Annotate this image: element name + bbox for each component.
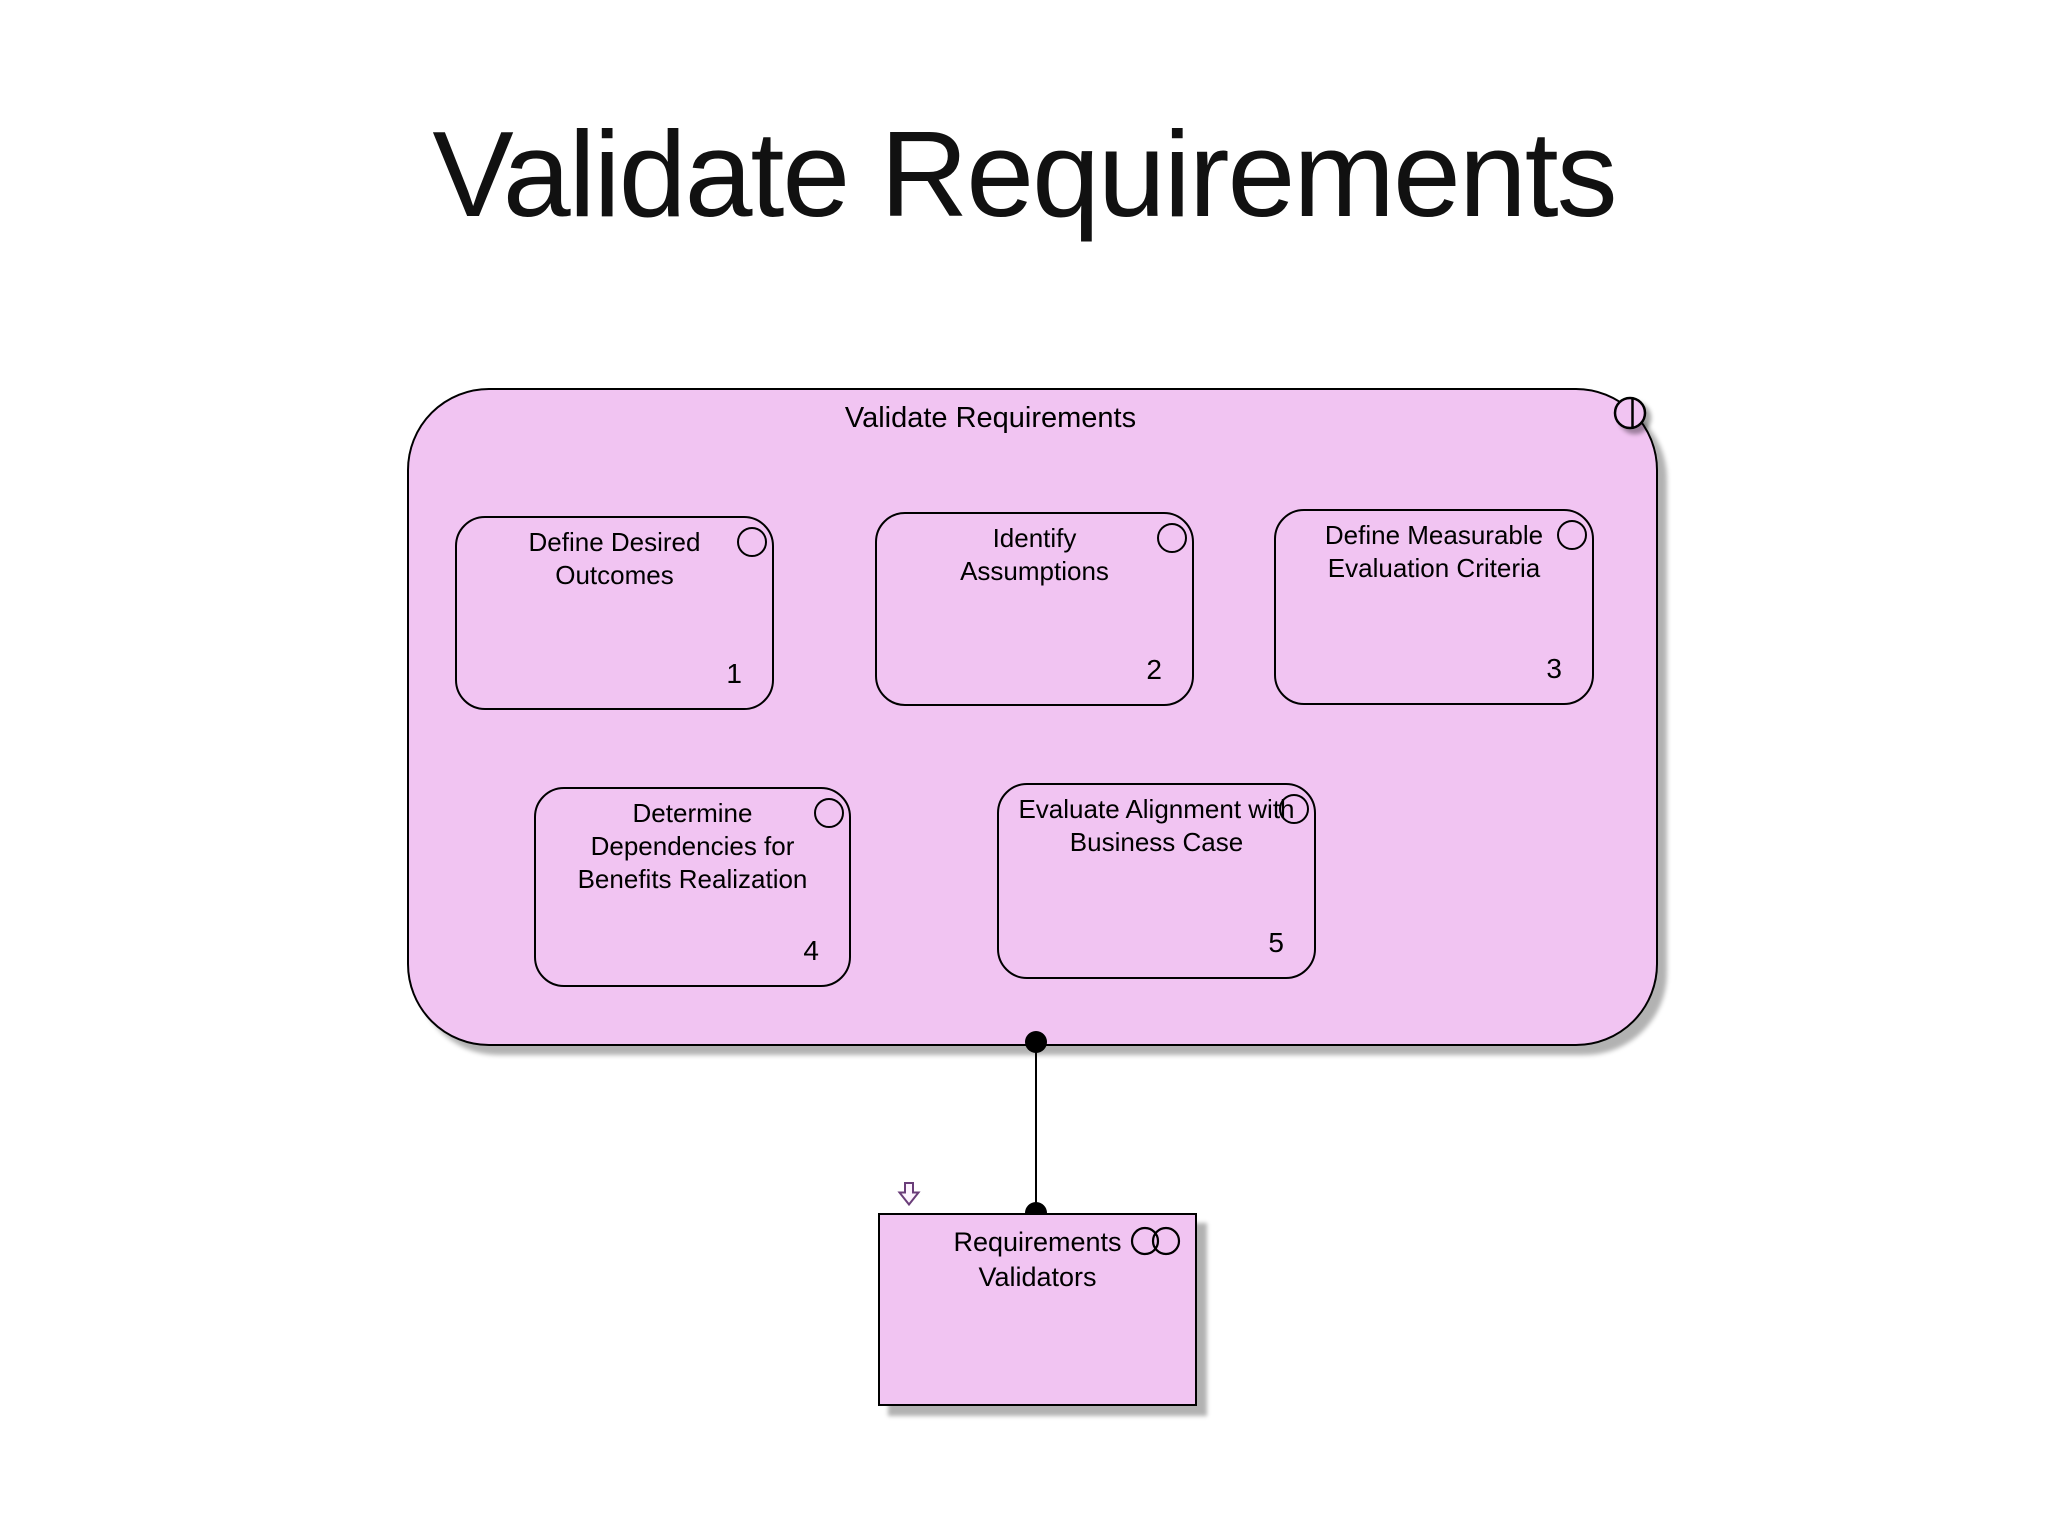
activity-number: 4 [803, 935, 819, 966]
activity-determine-dependencies-benefits-realization: Determine Dependencies for Benefits Real… [534, 787, 851, 987]
connector-line [1035, 1042, 1037, 1214]
activity-number: 5 [1268, 927, 1284, 958]
activity-label: Evaluate Alignment with Business Case [1018, 794, 1295, 857]
activity-identify-assumptions: Identify Assumptions 2 [875, 512, 1194, 706]
activity-define-desired-outcomes: Define Desired Outcomes 1 [455, 516, 774, 710]
overlapping-circles-icon [1129, 1225, 1185, 1264]
circle-icon [737, 527, 767, 557]
circle-icon [1279, 794, 1309, 824]
role-box-requirements-validators: Requirements Validators [878, 1213, 1197, 1406]
down-arrow-icon [897, 1181, 921, 1213]
activity-number: 1 [726, 658, 742, 689]
connector-endpoint-dot [1025, 1031, 1047, 1053]
activity-define-measurable-evaluation-criteria: Define Measurable Evaluation Criteria 3 [1274, 509, 1594, 705]
activity-number: 2 [1146, 654, 1162, 685]
activity-label: Define Measurable Evaluation Criteria [1324, 520, 1544, 583]
circle-icon [1557, 520, 1587, 550]
circle-icon [1157, 523, 1187, 553]
page-title: Validate Requirements [432, 106, 1617, 242]
split-circle-icon [1611, 394, 1651, 439]
circle-icon [814, 798, 844, 828]
process-group-validate-requirements: Validate Requirements Define Desired Out… [407, 388, 1658, 1046]
activity-label: Identify Assumptions [960, 523, 1109, 586]
activity-number: 3 [1546, 653, 1562, 684]
process-group-label: Validate Requirements [844, 402, 1137, 434]
activity-label: Determine Dependencies for Benefits Real… [577, 798, 808, 894]
activity-evaluate-alignment-business-case: Evaluate Alignment with Business Case 5 [997, 783, 1316, 979]
activity-label: Define Desired Outcomes [528, 527, 701, 590]
role-label: Requirements Validators [953, 1227, 1122, 1292]
